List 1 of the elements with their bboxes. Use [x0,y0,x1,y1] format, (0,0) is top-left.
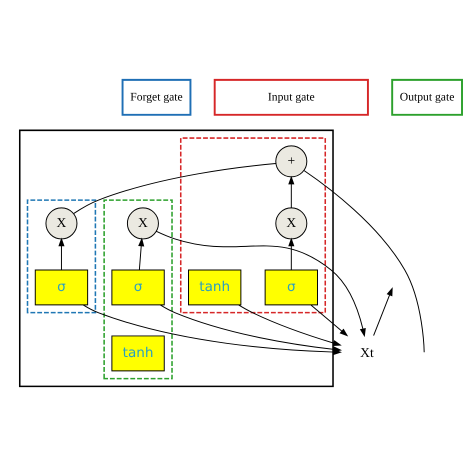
node-text: Xt [360,344,374,360]
